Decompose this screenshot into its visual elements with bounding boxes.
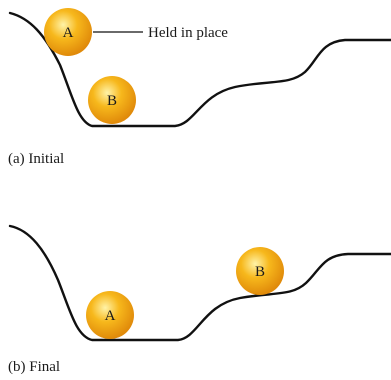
ball-a-initial-label: A — [63, 25, 74, 41]
caption-b: (b) Final — [8, 359, 60, 375]
landscape-curve-b — [8, 224, 391, 342]
ball-b-initial-label: B — [107, 93, 117, 109]
ball-b-initial — [88, 76, 136, 124]
panel-b: A B (b) Final — [8, 224, 391, 375]
ball-a-final-label: A — [105, 308, 116, 324]
ball-a-initial — [44, 8, 92, 56]
ball-b-final — [236, 247, 284, 295]
ball-b-final-label: B — [255, 264, 265, 280]
panel-a: A B Held in place (a) Initial — [8, 8, 391, 167]
ball-a-final — [86, 291, 134, 339]
landscape-curve-a — [8, 11, 391, 128]
caption-a: (a) Initial — [8, 151, 64, 167]
held-in-place-annotation: Held in place — [148, 25, 228, 41]
